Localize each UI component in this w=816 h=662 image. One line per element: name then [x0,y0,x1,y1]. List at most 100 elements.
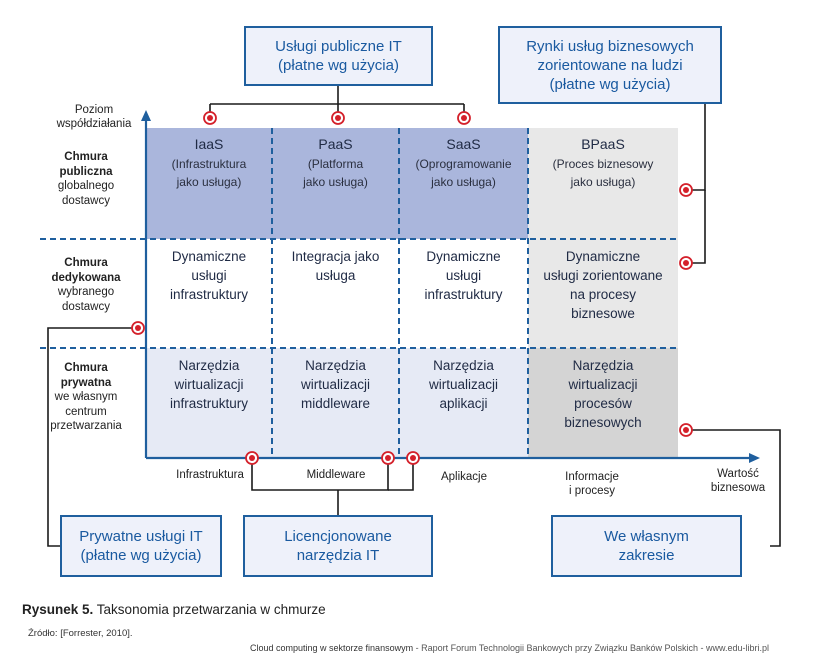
x-tick-information: Informacje i procesy [542,470,642,498]
cell-dedicated-infra-l1: Dynamiczne [171,249,247,264]
public-cloud-band [146,128,528,239]
cell-private-infra-l1: Narzędzia [178,358,240,373]
row-label-private-line1: Chmura [64,362,108,374]
row-label-public-line3: globalnego [57,180,115,192]
cell-saas-sub1: (Oprogramowanie [415,157,512,171]
cell-iaas-sub2: jako usługa) [176,175,242,189]
cell-bpaas-sub1: (Proces biznesowy [552,157,654,171]
x-tick-info-line2: i procesy [568,485,616,497]
row-label-dedicated-line3: wybranego [57,286,115,298]
row-label-public-line2: publiczna [59,165,113,178]
marker-saas-icon [457,111,471,125]
marker-infrastructure-icon [245,451,259,465]
marker-applications-icon [406,451,420,465]
x-tick-info-line1: Informacje [565,471,619,483]
row-label-private-line5: przetwarzania [50,420,122,432]
marker-middleware-icon [381,451,395,465]
cell-dedicated-middleware-l2: usługa [315,268,356,283]
cell-private-infra-l2: wirtualizacji [174,377,244,392]
box-licensed: Licencjonowane narzędzia IT [243,515,433,577]
box-markets-l1: Rynki usług biznesowych [526,37,694,55]
row-label-dedicated-line1: Chmura [64,257,108,269]
cell-bpaas: BPaaS (Proces biznesowy jako usługa) [528,128,678,239]
grid-lines [40,128,678,458]
cell-dedicated-apps-l3: infrastruktury [424,287,503,302]
cell-saas-title: SaaS [446,136,481,152]
row-label-public: Chmura publiczna globalnego dostawcy [34,150,138,208]
cell-dedicated-process-l3: na procesy [569,287,637,302]
box-public-it-l2: (płatne wg użycia) [278,57,399,74]
row-label-private: Chmura prywatna we własnym centrum przet… [34,361,138,434]
box-private-it: Prywatne usługi IT (płatne wg użycia) [60,515,222,577]
cell-dedicated-process: Dynamiczne usługi zorientowane na proces… [528,239,678,348]
cell-private-apps-l1: Narzędzia [433,358,494,373]
box-private-it-l1: Prywatne usługi IT [79,528,203,545]
cell-private-apps: Narzędzia wirtualizacji aplikacji [399,348,528,458]
x-tick-applications: Aplikacje [440,471,488,483]
box-own-l1: We własnym [604,528,689,545]
cell-iaas-title: IaaS [194,136,224,152]
marker-paas-icon [331,111,345,125]
box-public-it-l1: Usługi publiczne IT [275,38,402,55]
private-band [146,348,528,458]
cell-dedicated-process-l2: usługi zorientowane [543,268,663,283]
y-axis-label-line2: współdziałania [56,118,132,130]
row-label-private-line4: centrum [65,405,107,418]
box-markets-l2: zorientowane na ludzi [537,56,683,74]
x-axis-label-line1: Wartość [717,468,759,480]
cell-iaas: IaaS (Infrastruktura jako usługa) [146,128,272,239]
cell-private-infra: Narzędzia wirtualizacji infrastruktury [146,348,272,458]
figure-caption-label: Rysunek 5. [22,602,94,617]
cell-bpaas-title: BPaaS [581,136,625,152]
box-licensed-l2: narzędzia IT [296,547,380,564]
cell-paas-title: PaaS [318,136,353,152]
cell-private-apps-l3: aplikacji [439,396,488,411]
y-axis-label-line1: Poziom [74,104,114,116]
cell-paas-sub1: (Platforma [307,157,364,171]
figure-caption: Rysunek 5. Taksonomia przetwarzania w ch… [22,602,326,617]
cell-dedicated-middleware-l1: Integracja jako [291,249,380,264]
cell-dedicated-process-l4: biznesowe [571,306,635,321]
cell-paas: PaaS (Platforma jako usługa) [272,128,399,239]
row-label-dedicated-line4: dostawcy [62,300,110,313]
row-label-public-line4: dostawcy [62,194,110,207]
source-note: Źródło: [Forrester, 2010]. [28,628,133,639]
cell-dedicated-apps-l1: Dynamiczne [426,249,501,264]
cell-private-middleware-l3: middleware [300,396,371,411]
connectors [47,86,781,547]
x-tick-middleware: Middleware [306,469,366,481]
row-label-dedicated: Chmura dedykowana wybranego dostawcy [34,256,138,314]
cell-private-process: Narzędzia wirtualizacji procesów bizneso… [528,348,678,458]
cell-paas-sub2: jako usługa) [303,175,368,189]
row-label-public-line1: Chmura [64,151,108,163]
cell-private-process-l2: wirtualizacji [568,377,638,392]
row-label-private-line2: prywatna [60,376,112,389]
cell-private-process-l4: biznesowych [564,415,642,430]
cell-dedicated-apps-l2: usługi [445,268,482,283]
box-licensed-l1: Licencjonowane [284,528,392,545]
dedicated-process-bg [528,239,678,348]
cell-iaas-sub1: (Infrastruktura [171,157,247,171]
x-axis-label-line2: biznesowa [710,482,766,494]
cell-dedicated-apps: Dynamiczne usługi infrastruktury [399,239,528,348]
row-label-private-line3: we własnym [54,391,118,403]
cell-dedicated-process-l1: Dynamiczne [565,249,641,264]
x-axis-label: Wartość biznesowa [688,467,788,495]
cell-private-middleware: Narzędzia wirtualizacji middleware [272,348,399,458]
cell-private-process-l3: procesów [574,396,632,411]
footer-rest: - Raport Forum Technologii Bankowych prz… [413,643,770,653]
box-markets-l3: (płatne wg użycia) [549,75,671,93]
box-own: We własnym zakresie [551,515,742,577]
cell-dedicated-infra-l3: infrastruktury [169,287,249,302]
private-process-bg [528,348,678,458]
marker-dedicated-process-icon [679,256,693,270]
markers [131,111,693,465]
cell-private-middleware-l1: Narzędzia [305,358,366,373]
x-axis-arrow-icon [749,453,760,463]
dedicated-band [146,239,528,348]
box-public-it: Usługi publiczne IT (płatne wg użycia) [244,26,433,86]
box-private-it-l2: (płatne wg użycia) [80,547,202,564]
cell-saas-sub2: jako usługa) [431,175,496,189]
footer-title: Cloud computing w sektorze finansowym [250,643,414,653]
